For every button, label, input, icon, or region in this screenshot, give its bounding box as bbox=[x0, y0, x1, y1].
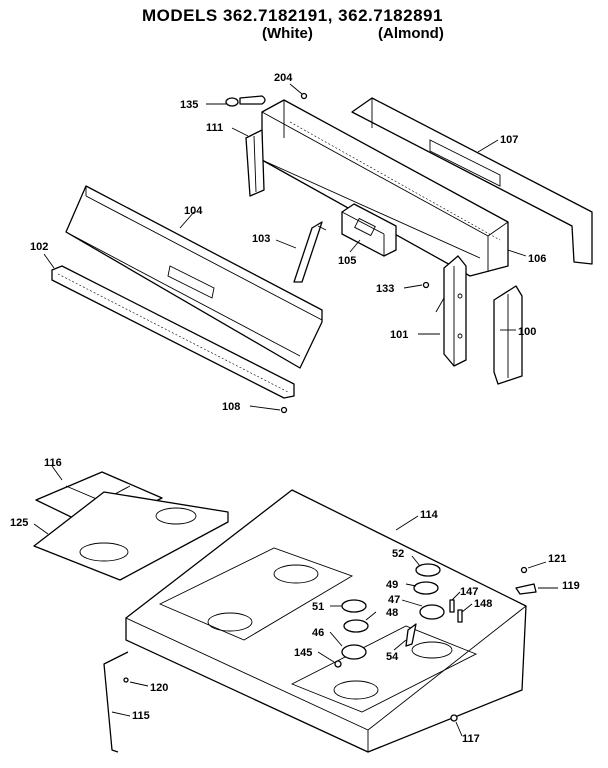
callout-101: 101 bbox=[390, 329, 408, 341]
part-204-screw bbox=[300, 92, 308, 100]
part-111-bracket bbox=[245, 129, 265, 197]
part-54-orifice bbox=[405, 623, 417, 647]
callout-100: 100 bbox=[518, 326, 536, 338]
callout-115: 115 bbox=[132, 710, 150, 722]
callout-54: 54 bbox=[386, 651, 399, 663]
variant-white-label: (White) bbox=[262, 25, 313, 42]
part-102-trim bbox=[51, 265, 295, 399]
part-133-screw bbox=[422, 281, 430, 289]
callout-145: 145 bbox=[294, 647, 312, 659]
callout-107: 107 bbox=[500, 134, 518, 146]
page-title: MODELS 362.7182191, 362.7182891 bbox=[142, 6, 443, 25]
callout-119: 119 bbox=[562, 580, 580, 592]
part-135-clip bbox=[225, 95, 266, 107]
part-117-foot bbox=[450, 714, 458, 722]
part-103-rod bbox=[293, 221, 327, 283]
part-46-burner bbox=[341, 644, 367, 660]
callout-46: 46 bbox=[312, 627, 324, 639]
part-148-spring bbox=[457, 609, 463, 623]
part-147-spring bbox=[449, 599, 455, 613]
callout-111: 111 bbox=[206, 122, 223, 134]
callout-117: 117 bbox=[462, 733, 480, 745]
leader-lines bbox=[33, 83, 558, 737]
callout-48: 48 bbox=[386, 607, 398, 619]
part-51-cap bbox=[341, 599, 367, 613]
callout-52: 52 bbox=[392, 548, 404, 560]
part-52-cap bbox=[415, 563, 441, 577]
callout-148: 148 bbox=[474, 598, 492, 610]
part-114-main-top bbox=[125, 489, 527, 753]
callout-125: 125 bbox=[10, 517, 28, 529]
callout-47: 47 bbox=[388, 594, 400, 606]
callout-135: 135 bbox=[180, 99, 198, 111]
callout-108: 108 bbox=[222, 401, 240, 413]
callout-106: 106 bbox=[528, 253, 546, 265]
part-100-end-cap bbox=[493, 285, 523, 385]
callout-51: 51 bbox=[312, 601, 324, 613]
part-120-screw bbox=[123, 677, 129, 683]
callout-120: 120 bbox=[150, 682, 168, 694]
callout-49: 49 bbox=[386, 579, 398, 591]
callout-104: 104 bbox=[184, 205, 203, 217]
variant-almond-label: (Almond) bbox=[378, 25, 444, 42]
part-107-rear-panel bbox=[351, 97, 593, 265]
part-48-head bbox=[343, 619, 369, 633]
part-104-control-panel bbox=[65, 185, 323, 369]
part-101-bracket bbox=[435, 255, 467, 367]
callout-147: 147 bbox=[460, 586, 478, 598]
callout-114: 114 bbox=[420, 509, 439, 521]
part-115-rod bbox=[103, 651, 129, 753]
callout-103: 103 bbox=[252, 233, 270, 245]
callout-labels: 204 135 111 107 104 102 103 105 106 133 … bbox=[10, 72, 580, 745]
callout-102: 102 bbox=[30, 241, 48, 253]
part-125-burner-pan bbox=[33, 491, 229, 581]
part-145-screw bbox=[334, 660, 342, 668]
callout-133: 133 bbox=[376, 283, 394, 295]
part-47-burner bbox=[419, 604, 445, 620]
part-105-switch bbox=[341, 203, 397, 257]
callout-204: 204 bbox=[274, 72, 293, 84]
part-121-screw bbox=[520, 566, 528, 574]
part-119-hinge bbox=[515, 583, 537, 595]
part-108-screw bbox=[280, 406, 288, 414]
callout-105: 105 bbox=[338, 255, 356, 267]
callout-116: 116 bbox=[44, 457, 62, 469]
callout-121: 121 bbox=[548, 553, 566, 565]
part-49-head bbox=[413, 581, 439, 595]
